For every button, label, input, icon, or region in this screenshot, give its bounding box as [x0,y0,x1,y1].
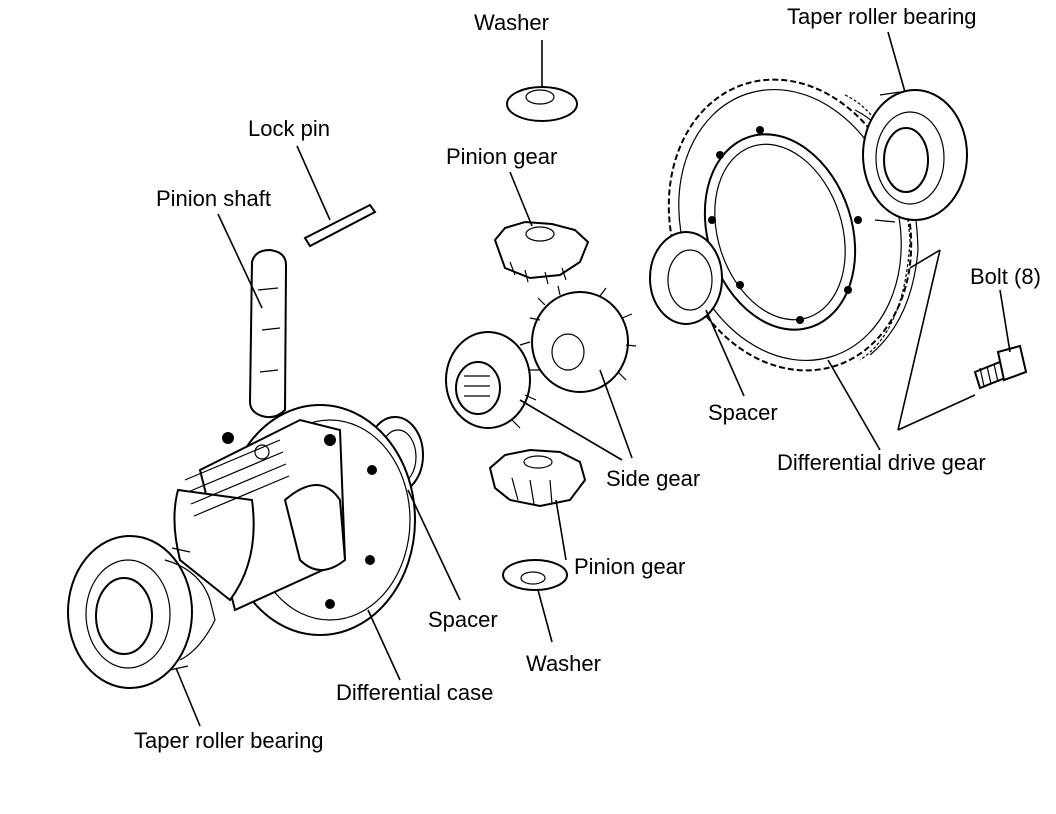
washer-top-part [506,86,578,122]
lock-pin-part [303,203,377,248]
label-differential-case: Differential case [336,680,493,705]
label-spacer-right: Spacer [708,400,778,425]
differential-drive-gear [667,78,919,372]
pinion-shaft-part [248,248,288,419]
label-bolt: Bolt (8) [970,264,1041,289]
labels: Washer Taper roller bearing Lock pin Pin… [134,4,1041,753]
label-pinion-gear-top: Pinion gear [446,144,557,169]
washer-bottom-part [502,559,568,591]
spacer-right-part [649,231,723,325]
pinion-gear-top-part [493,220,590,285]
label-side-gear: Side gear [606,466,700,491]
label-lock-pin: Lock pin [248,116,330,141]
label-spacer-left: Spacer [428,607,498,632]
pinion-gear-bottom-part [488,448,587,508]
label-taper-roller-bearing-right: Taper roller bearing [787,4,977,29]
taper-roller-bearing-left-part [67,535,216,689]
side-gear-lower-part [445,331,540,429]
taper-roller-bearing-right [862,89,968,223]
side-gear-upper-part [529,285,637,393]
label-washer-top: Washer [474,10,549,35]
leader-lines [175,31,1011,727]
label-pinion-gear-bottom: Pinion gear [574,554,685,579]
label-pinion-shaft: Pinion shaft [156,186,271,211]
label-washer-bottom: Washer [526,651,601,676]
bolt-part [973,344,1028,390]
label-taper-roller-bearing-left: Taper roller bearing [134,728,324,753]
label-differential-drive-gear: Differential drive gear [777,450,986,475]
differential-case-part [173,404,416,636]
